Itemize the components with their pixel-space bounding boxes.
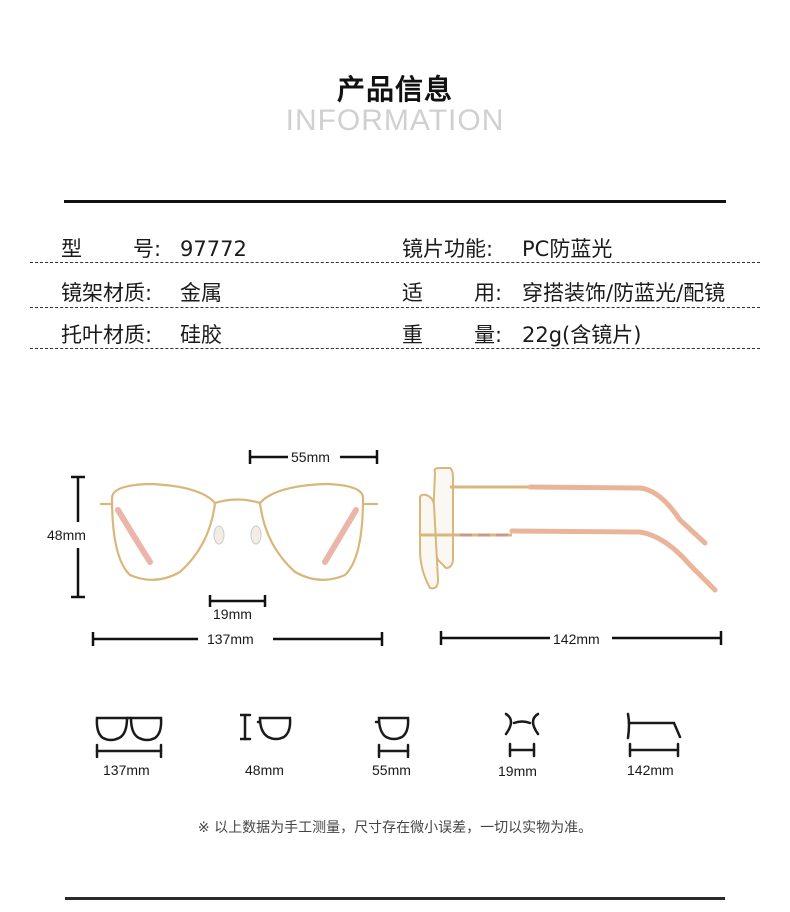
icon-label-lens-height: 48mm xyxy=(245,762,284,778)
page-title: 产品信息 xyxy=(336,73,453,106)
spec-frame-material-value: 金属 xyxy=(180,281,222,305)
spec-weight-label-2: 量: xyxy=(474,323,503,347)
page-subtitle: INFORMATION xyxy=(285,104,505,137)
spec-lens-function-label: 镜片功能: xyxy=(402,237,494,261)
glasses-side-image xyxy=(419,467,723,645)
icon-label-lens-width: 55mm xyxy=(372,762,411,778)
spec-label-part: 号: xyxy=(133,237,162,261)
spec-usage-value: 穿搭装饰/防蓝光/配镜 xyxy=(522,281,726,305)
temple-length-label: 142mm xyxy=(553,631,600,647)
spec-label-part: 型 xyxy=(61,237,82,261)
top-divider xyxy=(64,200,726,203)
bridge-width-label: 19mm xyxy=(213,606,252,622)
lens-width-label: 55mm xyxy=(291,449,330,465)
lens-height-icon xyxy=(240,713,292,741)
spec-usage-label-2: 用: xyxy=(474,281,503,305)
row-divider xyxy=(30,348,760,349)
glasses-front-image xyxy=(71,450,384,646)
row-divider xyxy=(30,307,760,308)
lens-height-label: 48mm xyxy=(47,527,86,543)
spec-lens-function-value: PC防蓝光 xyxy=(522,237,613,261)
measurement-disclaimer: ※ 以上数据为手工测量，尺寸存在微小误差，一切以实物为准。 xyxy=(197,820,593,836)
spec-frame-material-label: 镜架材质: xyxy=(61,281,153,305)
bottom-divider xyxy=(65,897,725,900)
row-divider xyxy=(30,262,760,263)
spec-model-label: 型 xyxy=(61,236,82,262)
lens-width-icon xyxy=(374,716,410,758)
spec-weight-label: 重 xyxy=(402,323,423,347)
spec-weight-value: 22g(含镜片) xyxy=(522,323,642,347)
icon-label-temple-length: 142mm xyxy=(627,762,674,778)
spec-nosepad-material-value: 硅胶 xyxy=(180,323,222,347)
total-width-icon xyxy=(95,716,163,758)
spec-model-value: 97772 xyxy=(180,237,247,261)
temple-length-icon xyxy=(626,712,682,758)
total-width-label: 137mm xyxy=(207,631,254,647)
spec-model-label-2: 号: xyxy=(133,236,161,262)
icon-label-bridge: 19mm xyxy=(498,763,537,779)
spec-usage-label: 适 xyxy=(402,281,423,305)
icon-label-total-width: 137mm xyxy=(103,762,150,778)
spec-nosepad-material-label: 托叶材质: xyxy=(61,323,153,347)
bridge-icon xyxy=(504,712,540,758)
